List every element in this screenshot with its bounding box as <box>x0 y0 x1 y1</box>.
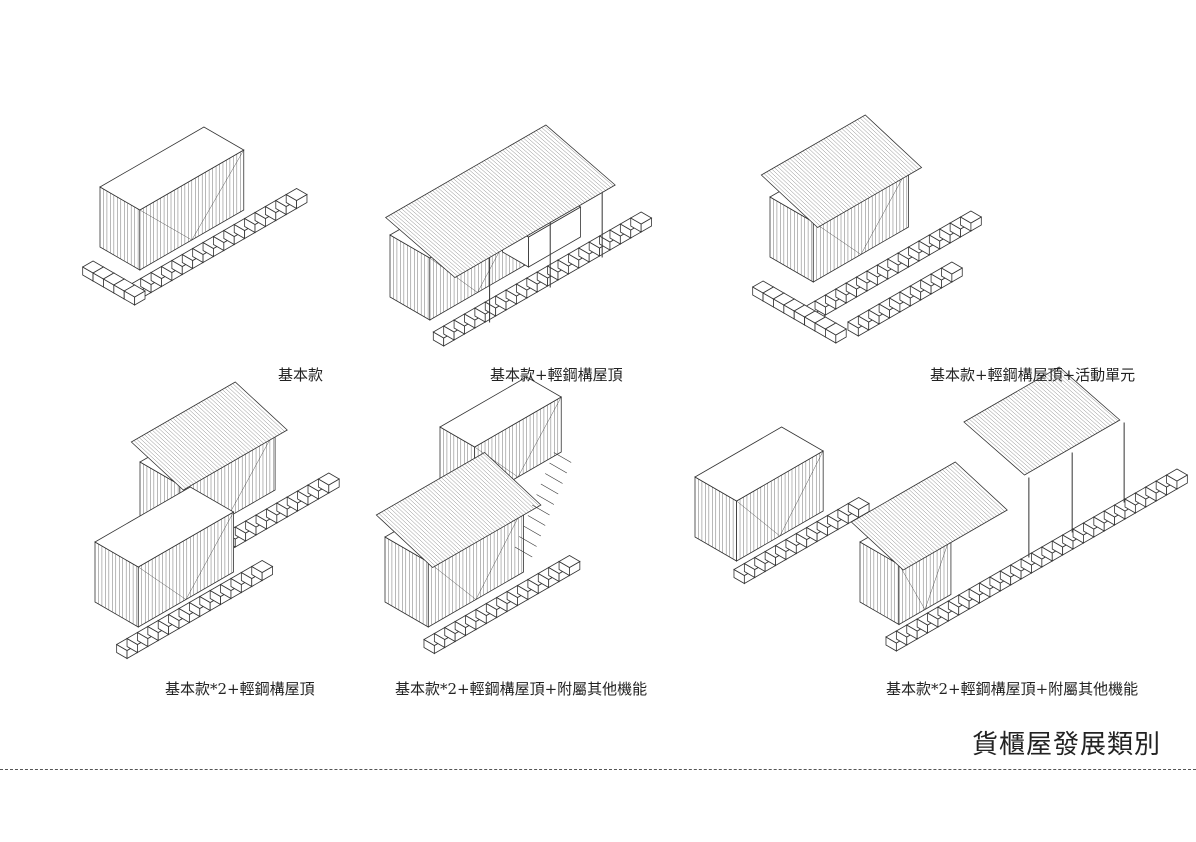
drawing-5 <box>375 376 581 655</box>
drawing-4 <box>94 381 340 660</box>
container-front-top <box>94 486 235 568</box>
platform-block <box>824 322 848 344</box>
dashed-divider <box>0 769 1196 770</box>
platform-block <box>629 211 653 233</box>
platform-block-top <box>629 211 653 225</box>
caption-basic-roof: 基本款+輕鋼構屋頂 <box>490 366 623 384</box>
platform-block <box>847 497 870 519</box>
steel-roof <box>375 452 542 568</box>
container-front <box>94 486 235 628</box>
platform-block-top <box>123 284 146 298</box>
container <box>99 126 245 271</box>
platform-block-top <box>940 261 964 275</box>
steel-roof <box>130 381 288 491</box>
steel-roof-2 <box>963 366 1121 476</box>
drawing-3 <box>751 114 983 344</box>
platform-block-top <box>1165 468 1189 482</box>
caption-double-roof: 基本款*2+輕鋼構屋頂 <box>165 680 315 698</box>
platform-block <box>317 472 340 494</box>
steel-roof <box>760 114 923 228</box>
platform-strip-right <box>885 468 1189 652</box>
platform-strip <box>432 211 653 347</box>
page-title: 貨櫃屋發展類別 <box>972 730 1162 760</box>
caption-double-roof-extra-2: 基本款*2+輕鋼構屋頂+附屬其他機能 <box>886 680 1139 698</box>
drawing-1 <box>81 126 308 306</box>
platform-block-top <box>959 210 983 224</box>
platform-block-top <box>250 560 274 573</box>
platform-block <box>285 188 308 210</box>
platform-block-top <box>285 188 308 201</box>
steel-roof-2-surface <box>963 366 1121 476</box>
platform-strip-side <box>751 280 848 344</box>
caption-basic-roof-unit: 基本款+輕鋼構屋頂+活動單元 <box>930 366 1136 384</box>
platform-strip <box>803 210 983 322</box>
platform-block-top <box>317 472 340 486</box>
stair <box>514 452 572 558</box>
platform-block-top <box>824 322 848 336</box>
platform-block-top <box>847 497 870 510</box>
platform-strip-front <box>115 560 274 660</box>
platform-block-top <box>558 555 581 568</box>
drawing-2 <box>384 124 653 347</box>
platform-strip-left <box>733 497 870 585</box>
steel-roof <box>384 124 616 278</box>
platform-block <box>123 284 146 306</box>
caption-basic: 基本款 <box>278 366 324 384</box>
platform-strip-cross <box>81 260 146 306</box>
container-left <box>694 426 824 562</box>
platform-block <box>959 210 983 232</box>
platform-strip <box>423 555 581 655</box>
steel-roof-1 <box>850 461 1008 571</box>
drawing-6 <box>694 366 1189 652</box>
steel-roof-surface <box>384 124 616 278</box>
caption-double-roof-extra: 基本款*2+輕鋼構屋頂+附屬其他機能 <box>395 680 648 698</box>
steel-roof-surface <box>375 452 542 568</box>
platform-block <box>250 560 274 582</box>
activity-unit-strip <box>847 261 964 337</box>
platform-block <box>558 555 581 577</box>
platform-block <box>1165 468 1189 490</box>
platform-block <box>940 261 964 283</box>
